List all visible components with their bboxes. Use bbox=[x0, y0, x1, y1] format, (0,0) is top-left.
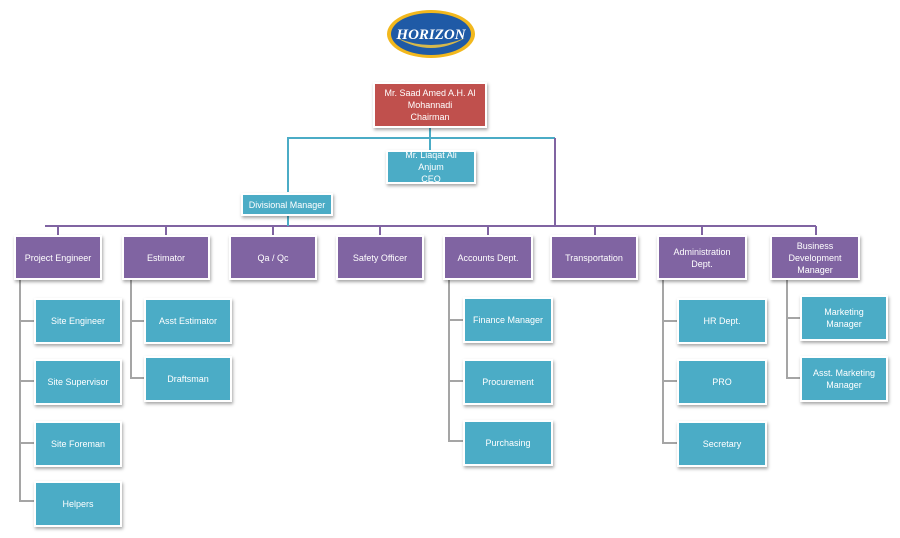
staff-box: Asst Estimator bbox=[144, 298, 232, 344]
staff-box: Procurement bbox=[463, 359, 553, 405]
department-box: Qa / Qc bbox=[229, 235, 317, 280]
chairman-box: Mr. Saad Amed A.H. Al Mohannadi Chairman bbox=[373, 82, 487, 128]
ceo-box: Mr. Liaqat Ali Anjum CEO bbox=[386, 150, 476, 184]
department-box: Project Engineer bbox=[14, 235, 102, 280]
department-box: Administration Dept. bbox=[657, 235, 747, 280]
staff-box: Marketing Manager bbox=[800, 295, 888, 341]
staff-box: Asst. Marketing Manager bbox=[800, 356, 888, 402]
staff-box: Secretary bbox=[677, 421, 767, 467]
staff-box: Site Engineer bbox=[34, 298, 122, 344]
department-box: Safety Officer bbox=[336, 235, 424, 280]
staff-box: PRO bbox=[677, 359, 767, 405]
staff-box: Helpers bbox=[34, 481, 122, 527]
department-box: Estimator bbox=[122, 235, 210, 280]
department-box: Business Development Manager bbox=[770, 235, 860, 280]
divisional-manager-box: Divisional Manager bbox=[241, 193, 333, 216]
staff-box: Finance Manager bbox=[463, 297, 553, 343]
logo-text: HORIZON bbox=[395, 27, 466, 43]
staff-box: Draftsman bbox=[144, 356, 232, 402]
staff-box: HR Dept. bbox=[677, 298, 767, 344]
staff-box: Site Foreman bbox=[34, 421, 122, 467]
staff-box: Site Supervisor bbox=[34, 359, 122, 405]
staff-box: Purchasing bbox=[463, 420, 553, 466]
department-box: Transportation bbox=[550, 235, 638, 280]
department-box: Accounts Dept. bbox=[443, 235, 533, 280]
company-logo: HORIZON bbox=[385, 8, 477, 60]
